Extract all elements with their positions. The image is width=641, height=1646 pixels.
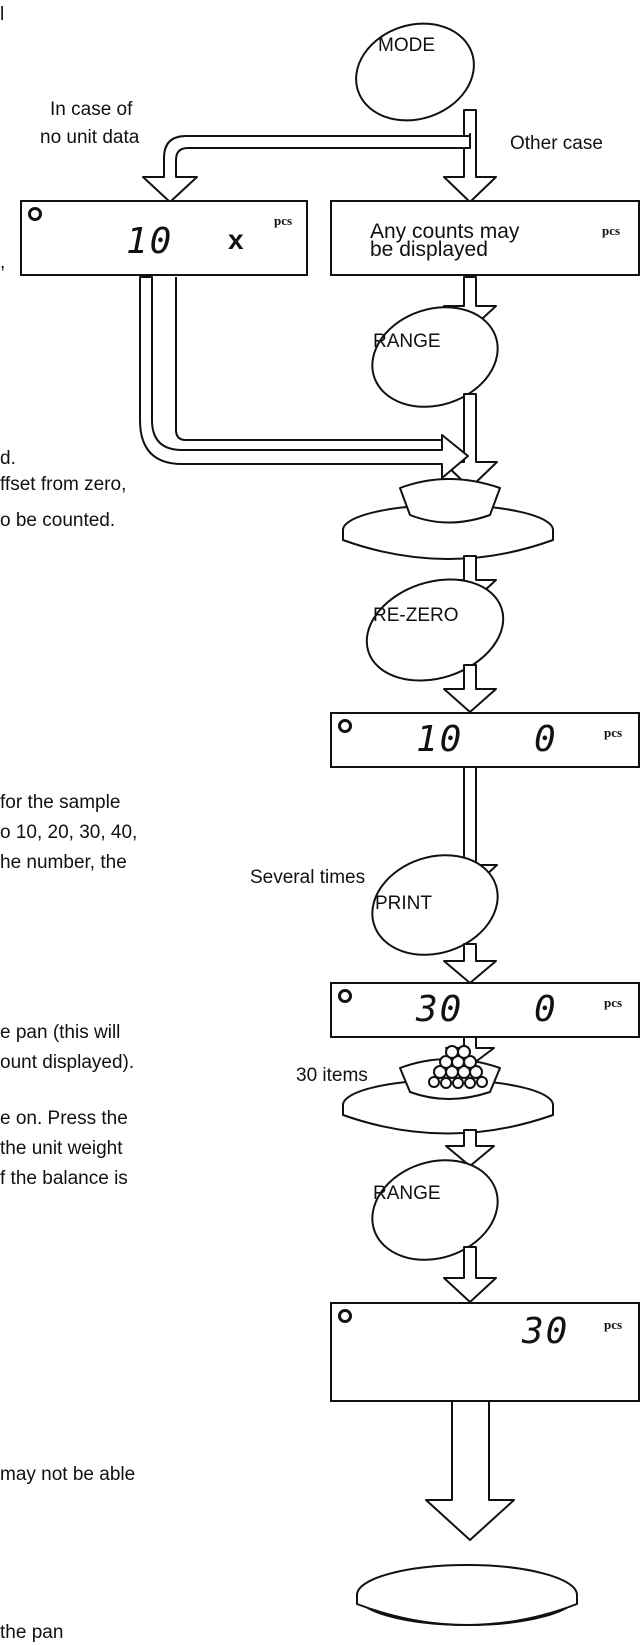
arrow-mode-to-display xyxy=(443,109,497,203)
display-count-30: 30 pcs xyxy=(330,1302,640,1402)
text-fragment-2: , xyxy=(0,252,6,273)
text-fragment-8: he number, the xyxy=(0,852,127,873)
no-unit-note-line1: In case of xyxy=(50,99,133,120)
stable-indicator-dot xyxy=(28,207,42,221)
display-no-unit-mark: x xyxy=(228,224,246,255)
range-key-oval-1 xyxy=(371,306,499,408)
no-unit-note-line2: no unit data xyxy=(40,127,140,148)
pcs-unit-label: pcs xyxy=(604,1317,623,1332)
stable-indicator-dot xyxy=(338,1309,352,1323)
display-any-counts-line2: be displayed xyxy=(370,238,488,261)
arrow-no-unit-branch xyxy=(142,133,471,203)
rezero-key-label: RE-ZERO xyxy=(373,605,459,626)
pcs-unit-label: pcs xyxy=(602,223,621,238)
text-fragment-10: ount displayed). xyxy=(0,1052,135,1073)
mode-key-oval xyxy=(355,22,475,122)
other-case-label: Other case xyxy=(510,133,603,154)
text-fragment-12: the unit weight xyxy=(0,1138,123,1159)
pan-2-items xyxy=(428,1045,488,1089)
range-key-oval-2 xyxy=(371,1159,499,1261)
text-fragment-11: e on. Press the xyxy=(0,1108,128,1129)
text-fragment-15: the pan xyxy=(0,1622,64,1643)
pan-1-dish xyxy=(399,478,501,524)
print-key-oval xyxy=(371,854,499,956)
text-fragment-6: for the sample xyxy=(0,792,121,813)
stable-indicator-dot xyxy=(338,989,352,1003)
display-any-counts: Any counts may be displayed pcs xyxy=(330,200,640,276)
display-no-unit: 10 x pcs xyxy=(20,200,308,276)
mode-key-label: MODE xyxy=(378,35,435,56)
print-key-label: PRINT xyxy=(375,893,432,914)
text-fragment-13: f the balance is xyxy=(0,1168,128,1189)
display-no-unit-sample: 10 xyxy=(126,221,174,262)
display-item-count: 0 xyxy=(534,719,558,760)
arrow-display4-to-pan3 xyxy=(425,1400,515,1541)
display-sample-30: 30 0 pcs xyxy=(330,982,640,1038)
rezero-key-oval xyxy=(365,578,505,682)
arrow-range-to-pan xyxy=(442,393,498,489)
text-fragment-4: ffset from zero, xyxy=(0,474,127,495)
several-times-note: Several times xyxy=(250,867,366,888)
arrow-print-to-display3 xyxy=(443,943,497,984)
display-sample-count: 10 xyxy=(416,719,464,760)
display-sample-10: 10 0 pcs xyxy=(330,712,640,768)
range-key-label-2: RANGE xyxy=(373,1183,441,1204)
text-fragment-3: d. xyxy=(0,448,16,469)
text-fragment-1: l xyxy=(0,4,5,25)
pcs-unit-label: pcs xyxy=(274,213,293,228)
display-any-counts-line1: Any counts may xyxy=(370,220,520,243)
range-key-label-1: RANGE xyxy=(373,331,441,352)
text-fragment-5: o be counted. xyxy=(0,510,116,531)
pcs-unit-label: pcs xyxy=(604,725,623,740)
display-sample-count: 30 xyxy=(416,989,464,1030)
text-fragment-14: may not be able xyxy=(0,1464,136,1485)
text-fragment-7: o 10, 20, 30, 40, xyxy=(0,822,138,843)
arrow-range2-to-display4 xyxy=(443,1246,497,1303)
display-item-count: 30 xyxy=(522,1311,570,1352)
display-item-count: 0 xyxy=(534,989,558,1030)
pcs-unit-label: pcs xyxy=(604,995,623,1010)
items-note: 30 items xyxy=(296,1065,368,1086)
arrow-pan2-to-range xyxy=(445,1129,495,1167)
text-fragment-9: e pan (this will xyxy=(0,1022,121,1043)
stable-indicator-dot xyxy=(338,719,352,733)
arrow-rezero-to-display2 xyxy=(443,664,497,713)
arrow-bypass xyxy=(139,276,469,479)
